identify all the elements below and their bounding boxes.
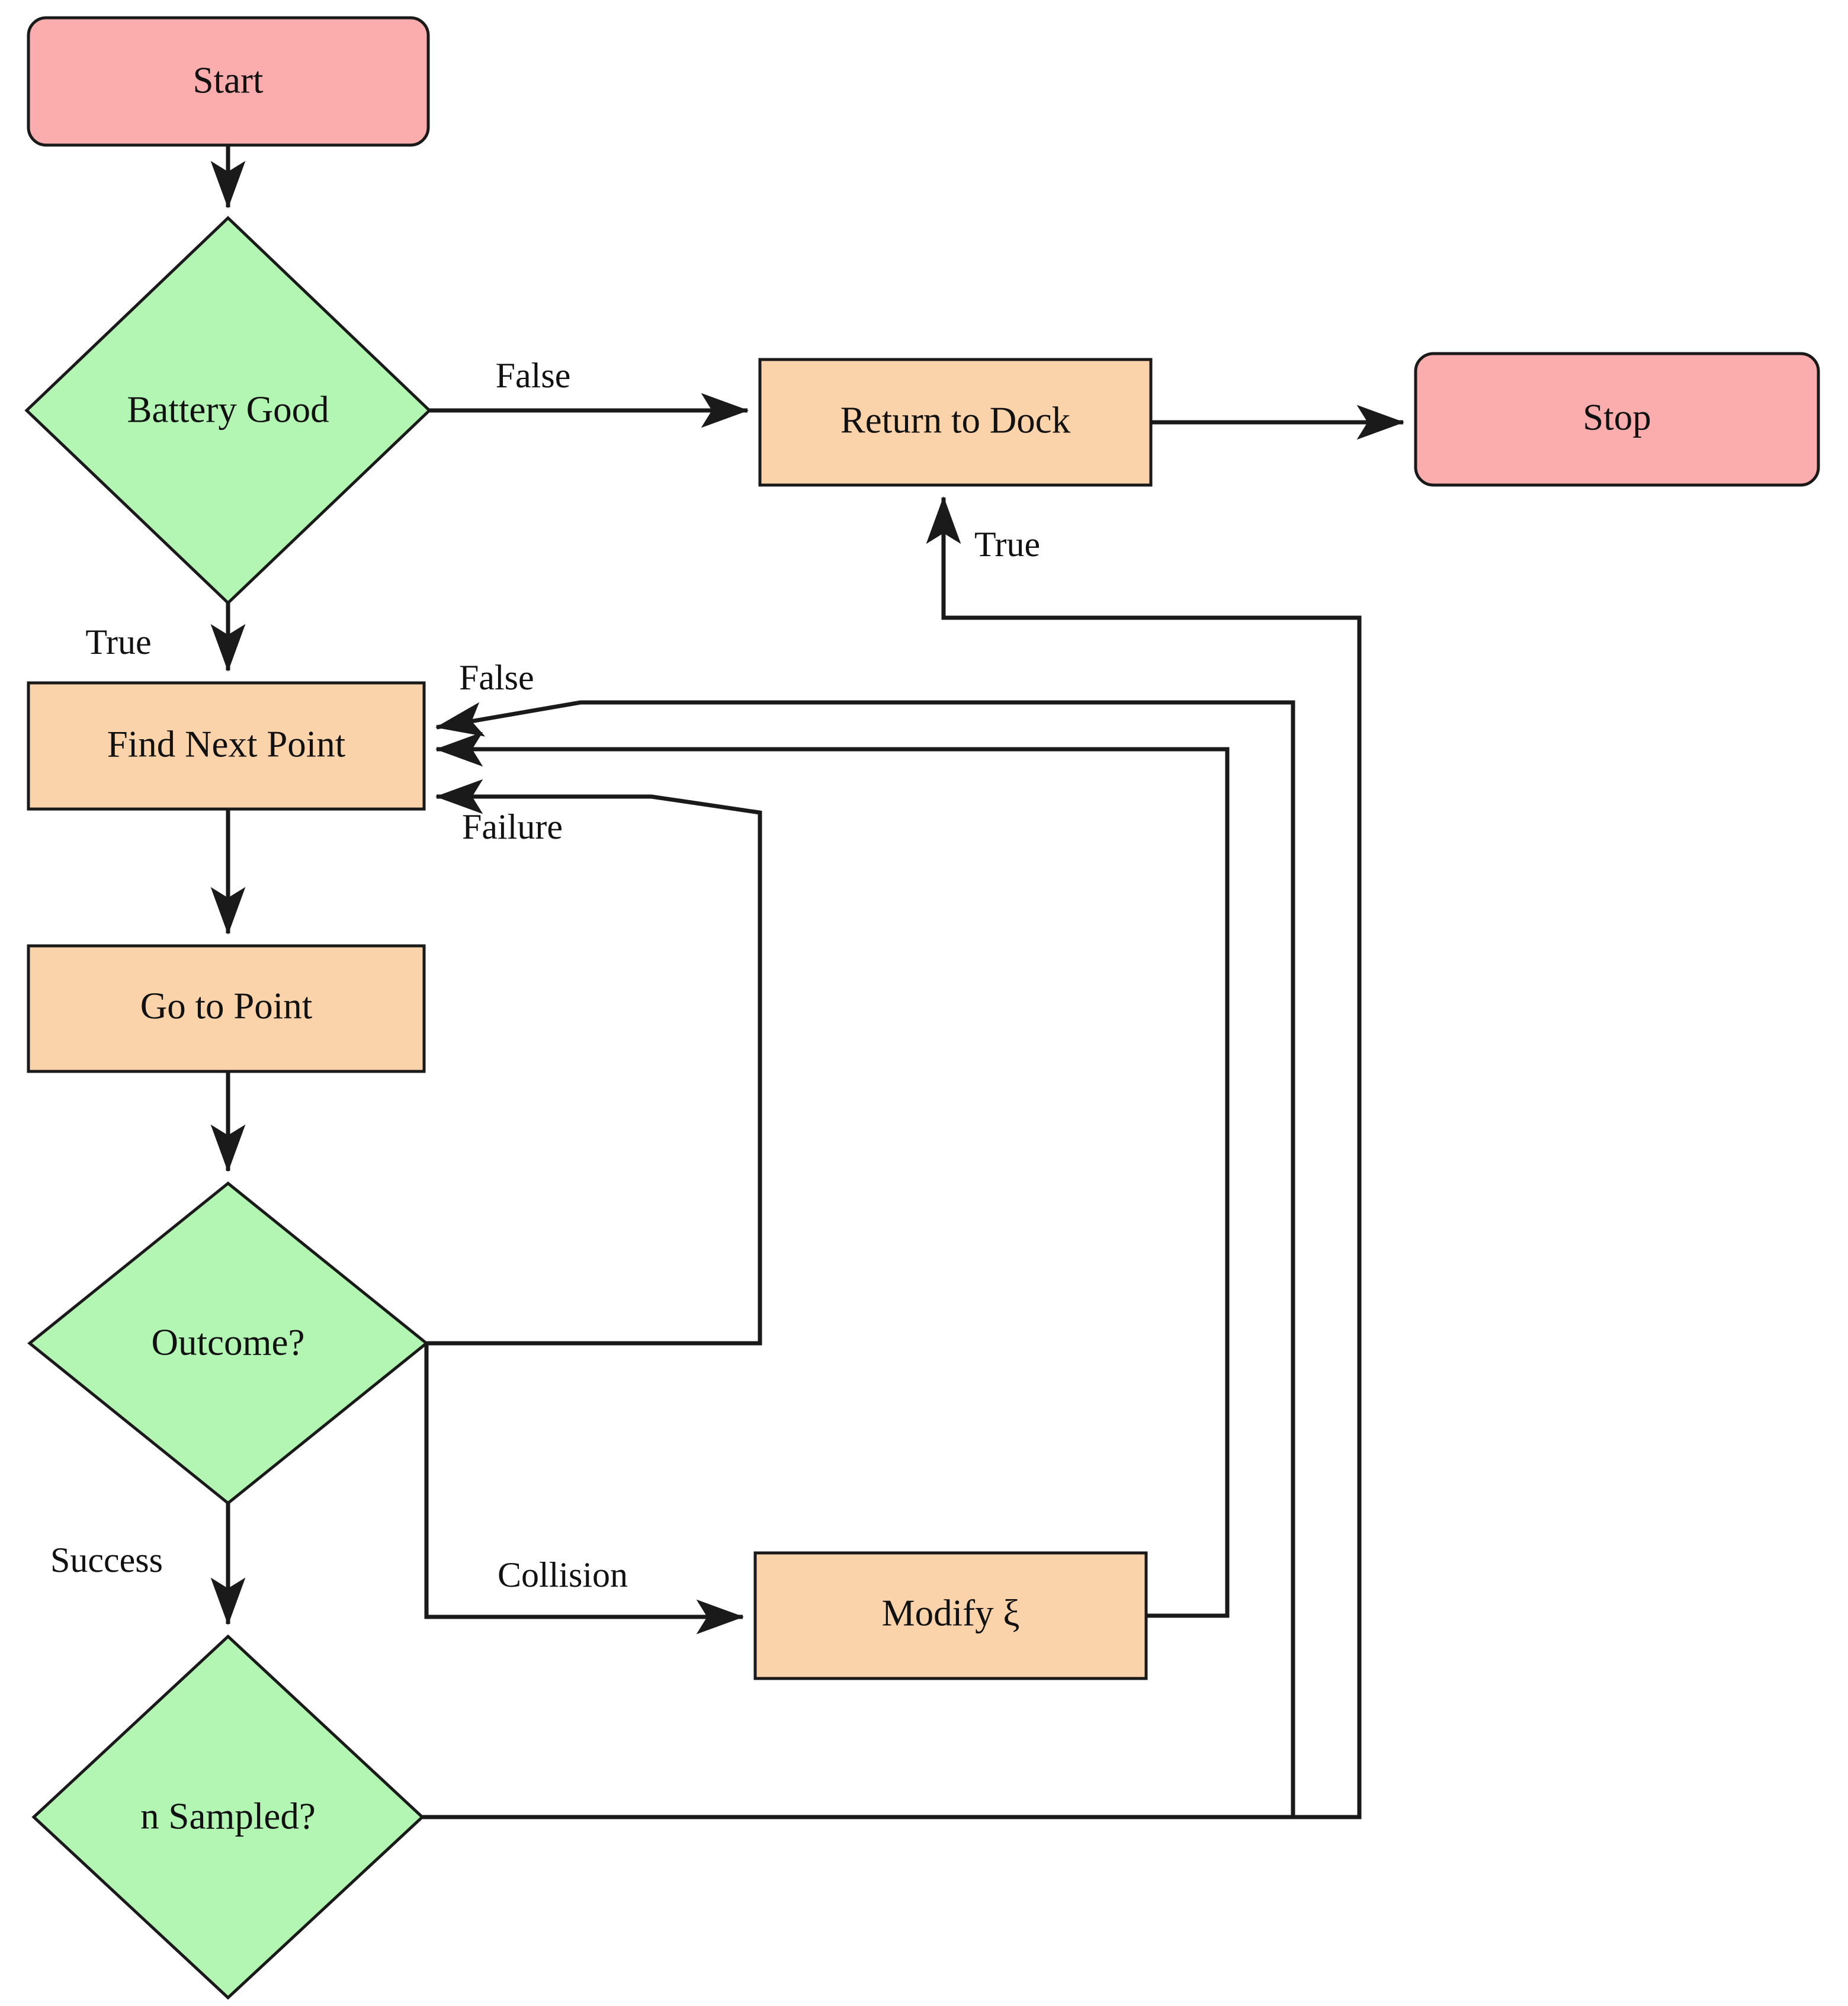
edge-label-false-battery: False (496, 356, 571, 395)
modify-xi-label: Modify ξ (882, 1592, 1020, 1633)
node-start[interactable]: Start (27, 16, 430, 147)
edge-battery-true-to-find-next-point: True (85, 603, 246, 672)
edge-n-sampled-true-to-return-dock: True (422, 496, 1362, 1819)
node-find-next-point[interactable]: Find Next Point (27, 681, 426, 811)
node-modify-xi[interactable]: Modify ξ (753, 1551, 1148, 1680)
edge-label-true-n-sampled: True (974, 525, 1040, 564)
node-battery-good[interactable]: Battery Good (24, 216, 432, 605)
n-sampled-label: n Sampled? (140, 1795, 316, 1837)
edge-outcome-collision-to-modify-xi: Collision (424, 1343, 745, 1635)
start-label: Start (193, 59, 264, 101)
edge-label-false-n-sampled: False (459, 658, 534, 697)
battery-good-label: Battery Good (127, 389, 329, 430)
edge-label-collision: Collision (498, 1555, 628, 1594)
edge-battery-false-to-return-dock: False (429, 356, 749, 428)
start-shape (27, 16, 430, 147)
stop-shape (1414, 352, 1820, 487)
stop-label: Stop (1583, 396, 1651, 438)
node-outcome[interactable]: Outcome? (27, 1181, 429, 1506)
edge-outcome-success-to-n-sampled: Success (50, 1503, 246, 1626)
go-to-point-label: Go to Point (140, 985, 313, 1026)
battery-good-shape (24, 216, 432, 605)
node-return-to-dock[interactable]: Return to Dock (758, 358, 1153, 487)
edge-label-true-battery: True (85, 622, 151, 662)
node-stop[interactable]: Stop (1414, 352, 1820, 487)
edge-label-failure: Failure (462, 807, 563, 846)
go-to-point-shape (27, 944, 426, 1073)
node-n-sampled[interactable]: n Sampled? (31, 1634, 425, 2000)
edge-outcome-failure-to-find-next-point: Failure (426, 779, 762, 1346)
node-go-to-point[interactable]: Go to Point (27, 944, 426, 1073)
find-next-point-shape (27, 681, 426, 811)
outcome-shape (27, 1181, 429, 1506)
edge-modify-xi-to-find-next-point (435, 731, 1230, 1618)
outcome-label: Outcome? (152, 1321, 305, 1363)
return-to-dock-label: Return to Dock (840, 399, 1071, 441)
return-to-dock-shape (758, 358, 1153, 487)
find-next-point-label: Find Next Point (107, 723, 346, 765)
edge-label-success: Success (50, 1540, 163, 1580)
n-sampled-shape (31, 1634, 425, 2000)
modify-xi-shape (753, 1551, 1148, 1680)
